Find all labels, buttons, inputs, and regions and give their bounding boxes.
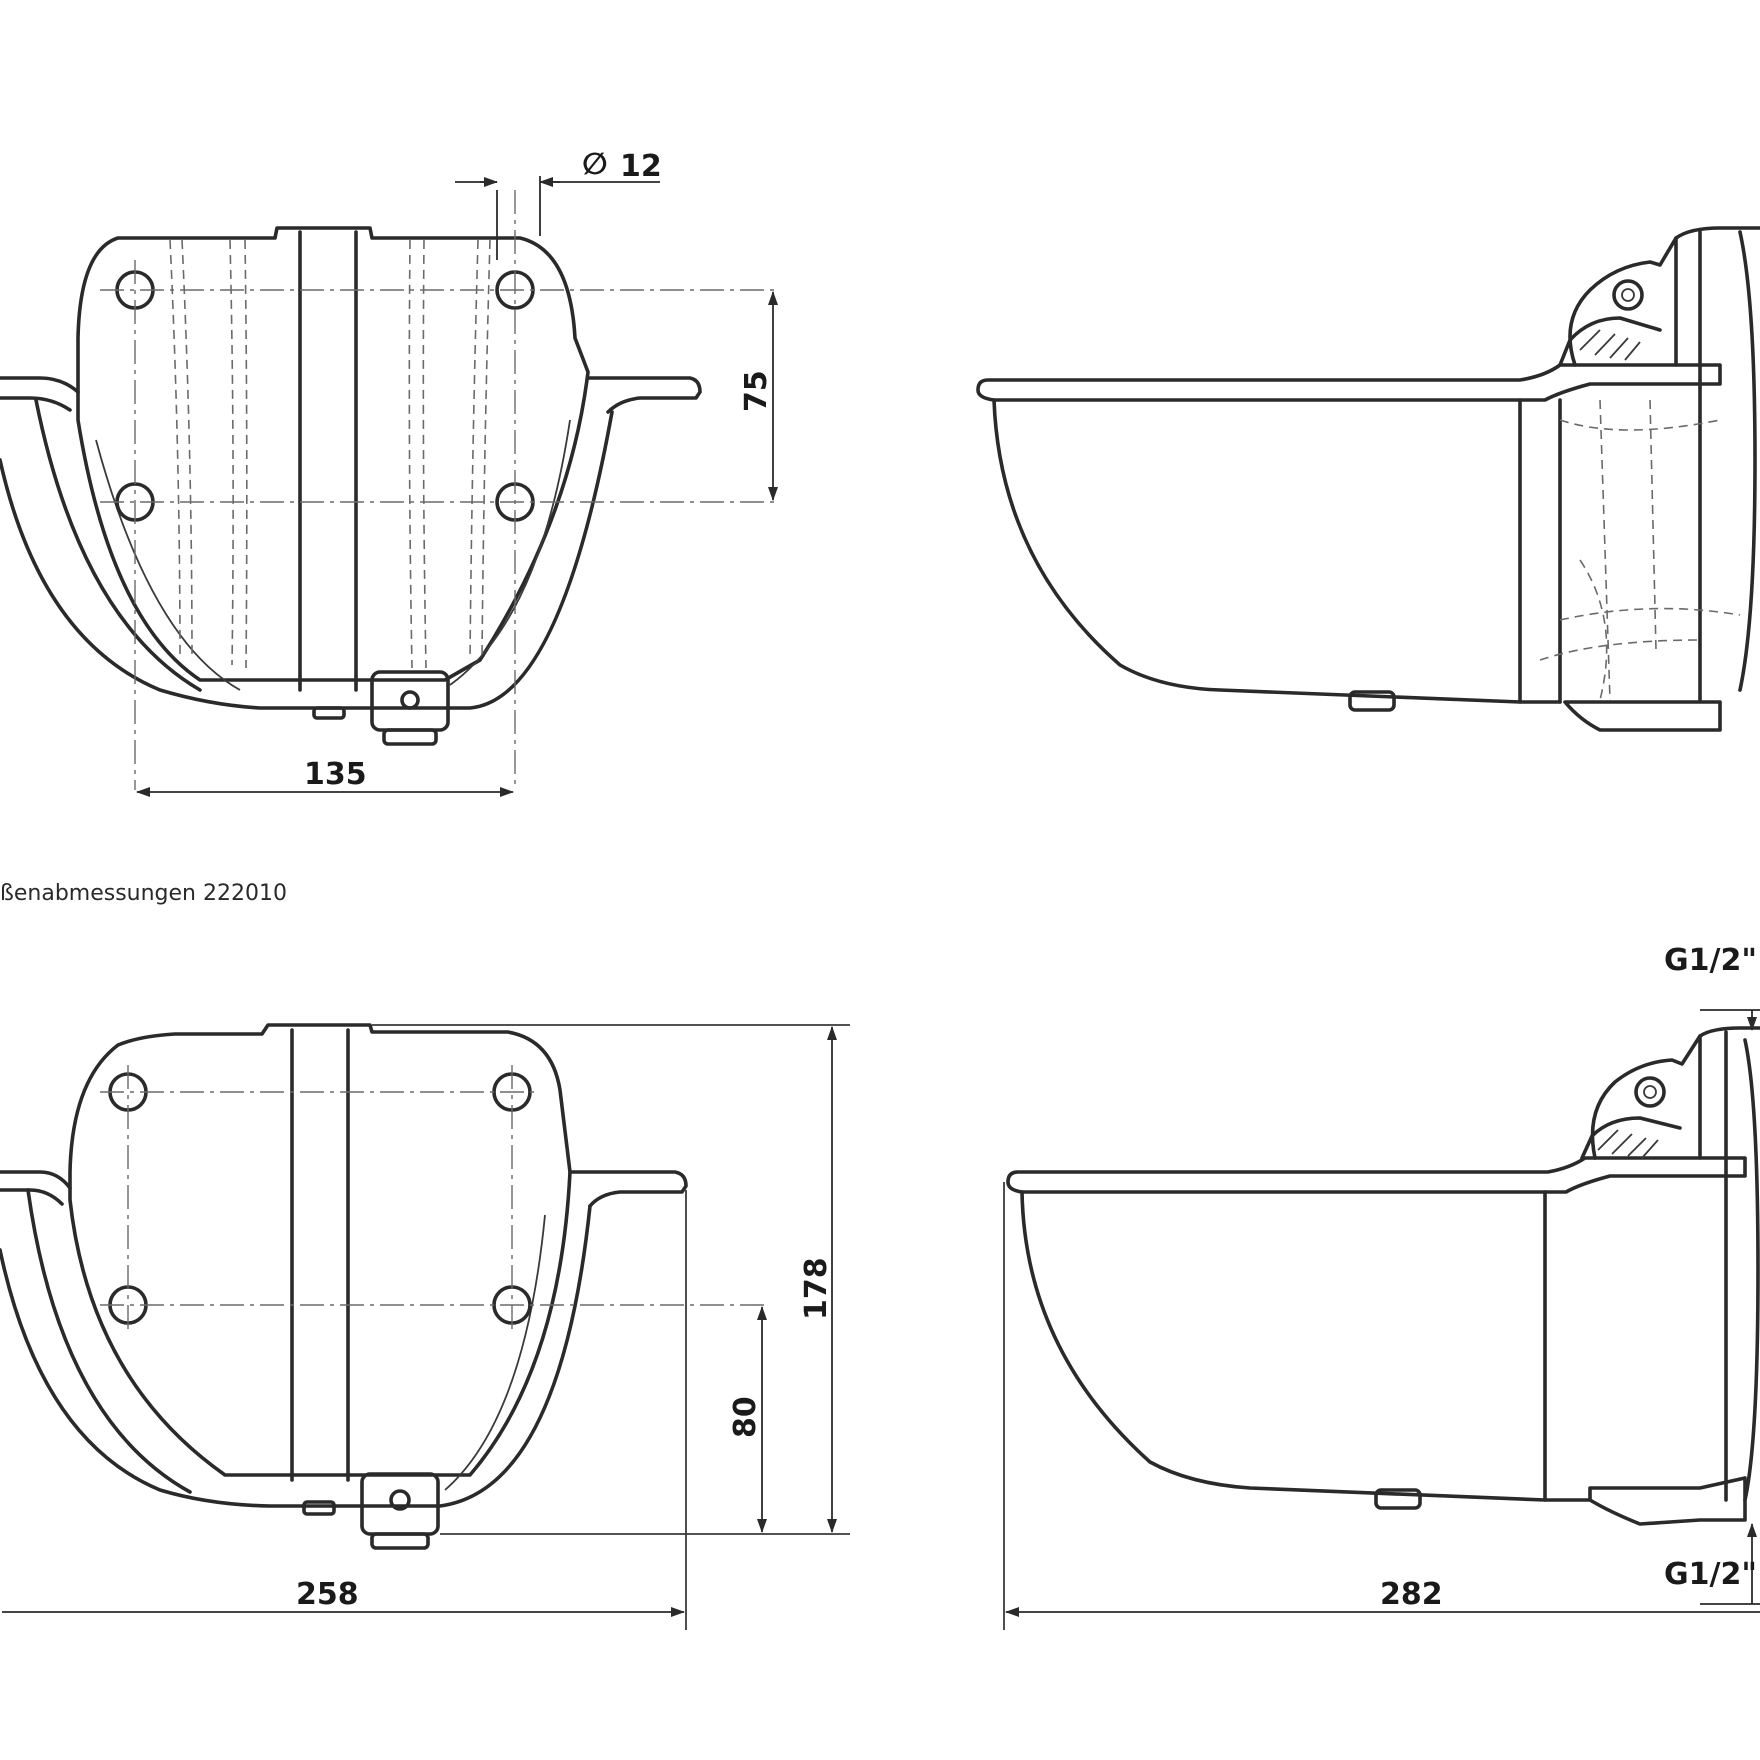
top-front-rim-left (0, 376, 80, 394)
top-side-valve (1568, 226, 1760, 367)
top-side-view (976, 226, 1760, 732)
top-front-rim-right (586, 376, 702, 414)
bottom-side-dim-282: 282 (1380, 1577, 1443, 1612)
top-front-diameter-value: 12 (620, 149, 662, 184)
bottom-front-dim-178: 178 (799, 1257, 834, 1320)
bottom-front-dim-80: 80 (728, 1396, 763, 1438)
top-side-rim (976, 363, 1722, 402)
top-front-bowl-outer (0, 410, 614, 710)
caption: ßenabmessungen 222010 (0, 881, 287, 906)
top-front-dim-75: 75 (739, 370, 774, 412)
top-front-view: ∅ 12 75 135 (0, 147, 778, 797)
bottom-front-bowl-outer (0, 1204, 592, 1508)
bottom-front-rim-right (568, 1170, 688, 1208)
bottom-side-rim (1006, 1156, 1747, 1194)
bottom-front-view: 258 80 178 (0, 1023, 850, 1630)
bottom-front-valve (360, 1472, 440, 1536)
top-front-plate (76, 226, 590, 682)
top-side-bowl (992, 398, 1562, 704)
bottom-side-thread-bottom: G1/2" (1664, 1557, 1757, 1592)
bottom-side-thread-top: G1/2" (1664, 943, 1757, 978)
bottom-side-bowl (1020, 1190, 1592, 1502)
bottom-side-view: G1/2" G1/2" 282 (1003, 943, 1760, 1630)
top-front-diameter-symbol: ∅ (582, 147, 608, 182)
bottom-front-dim-258: 258 (296, 1577, 359, 1612)
bottom-side-valve (1590, 1026, 1760, 1160)
top-front-dim-135: 135 (304, 757, 367, 792)
